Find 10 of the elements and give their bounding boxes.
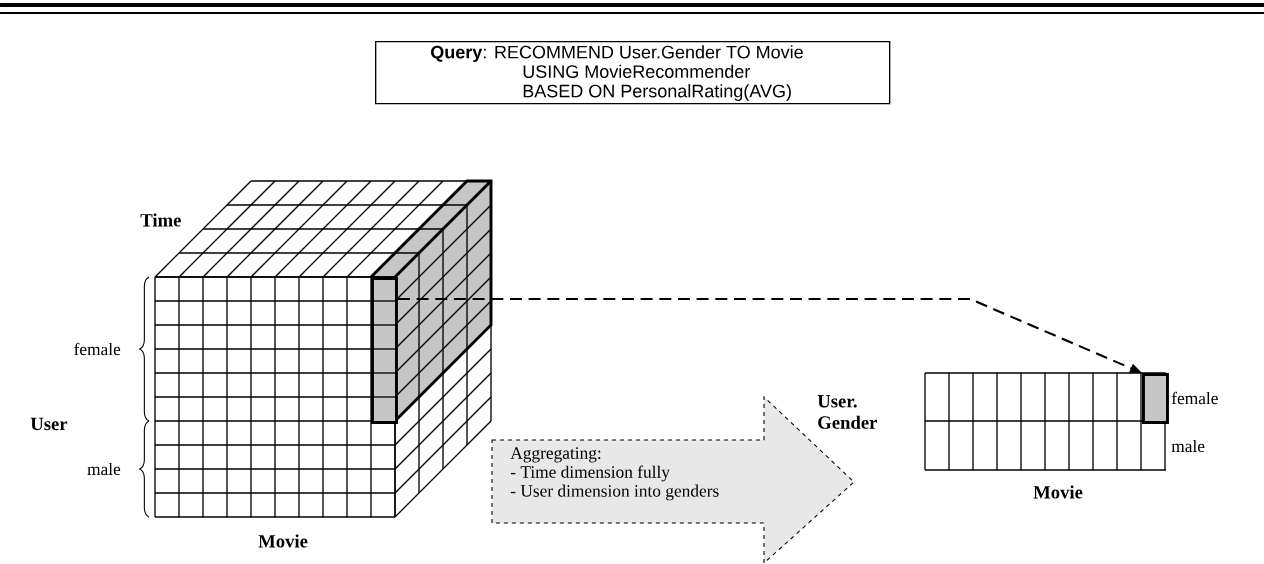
axis-label: Time [140,213,181,227]
highlighted-cell [1142,373,1169,424]
query-box: Query: RECOMMEND User.Gender TO Movie USING MovieRecommender BASED ON PersonalRating(AVG) [375,41,891,105]
axis-label: Movie [1033,485,1083,499]
axis-label: User [30,417,68,431]
axis-label: Movie [258,534,308,548]
row-label: male [1171,439,1205,453]
brace-label: male [87,462,121,476]
brace-label: female [74,342,121,356]
highlighted-slice [370,277,398,424]
